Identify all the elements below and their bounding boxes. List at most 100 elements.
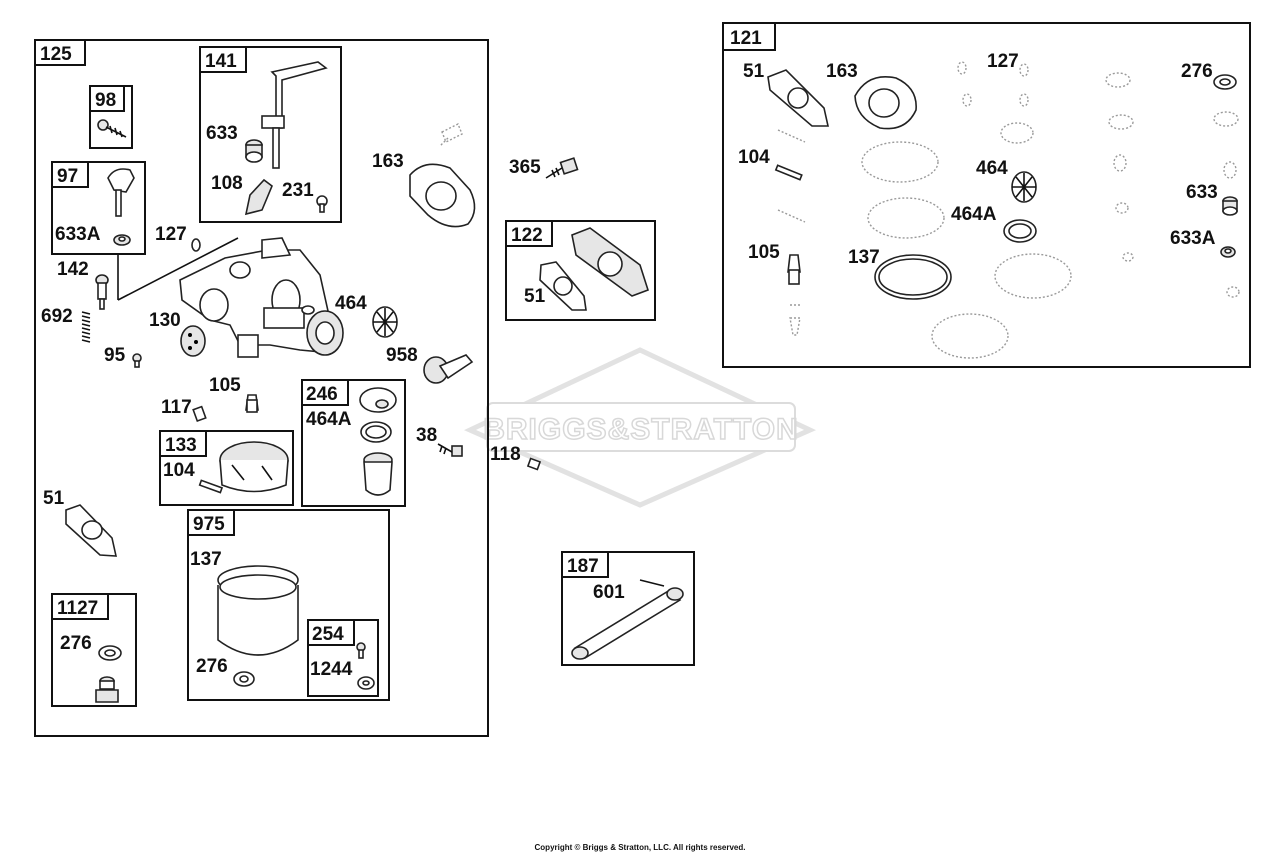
washer-1244-part[interactable] bbox=[357, 676, 375, 690]
spring-692-part[interactable] bbox=[81, 311, 91, 343]
kit-part-51-label: 51 bbox=[743, 61, 765, 82]
washer-276-1127-part[interactable] bbox=[98, 645, 122, 661]
kit-part-464A-label: 464A bbox=[951, 204, 997, 225]
brand-watermark: BRIGGS&STRATTON bbox=[463, 347, 817, 508]
part-51-122-label: 51 bbox=[524, 286, 546, 307]
part-117-label: 117 bbox=[161, 397, 192, 418]
float-133-part[interactable] bbox=[219, 441, 289, 493]
group-254-tag[interactable] bbox=[307, 619, 355, 646]
part-601-label: 601 bbox=[593, 582, 625, 603]
group-246-label: 246 bbox=[306, 384, 338, 405]
group-254-label: 254 bbox=[312, 624, 344, 645]
diaphragm-246-part[interactable] bbox=[359, 387, 397, 413]
group-125-label: 125 bbox=[40, 44, 72, 65]
group-975-frame bbox=[187, 509, 390, 701]
part-163-label: 163 bbox=[372, 151, 404, 172]
group-1127-tag[interactable] bbox=[51, 593, 109, 620]
part-142-label: 142 bbox=[57, 259, 89, 280]
seal-633A-part[interactable] bbox=[113, 234, 131, 246]
watermark-text: BRIGGS&STRATTON bbox=[483, 413, 799, 446]
part-231-label: 231 bbox=[282, 180, 314, 201]
kit-diaphragm-464-part[interactable] bbox=[1011, 171, 1037, 203]
kit-seal-633A-part[interactable] bbox=[1220, 246, 1236, 258]
group-122-frame bbox=[505, 220, 656, 321]
part-633A-label: 633A bbox=[55, 224, 101, 245]
cup-246-part[interactable] bbox=[363, 452, 393, 496]
kit-part-127-label: 127 bbox=[987, 51, 1019, 72]
part-51-label: 51 bbox=[43, 488, 65, 509]
choke-plate-130-part[interactable] bbox=[180, 325, 206, 357]
group-98-label: 98 bbox=[95, 90, 116, 111]
kit-gasket-137-part[interactable] bbox=[874, 254, 952, 300]
group-141-label: 141 bbox=[205, 51, 237, 72]
plug-118-part[interactable] bbox=[526, 457, 542, 471]
kit-gasket-51-part[interactable] bbox=[767, 69, 829, 127]
idle-screw-142-part[interactable] bbox=[95, 274, 109, 310]
part-365-label: 365 bbox=[509, 157, 541, 178]
kit-gasket-464A-part[interactable] bbox=[1003, 219, 1037, 243]
group-187-tag[interactable] bbox=[561, 551, 609, 578]
group-246-tag[interactable] bbox=[301, 379, 349, 406]
group-141-frame bbox=[199, 46, 342, 223]
kit-part-104-label: 104 bbox=[738, 147, 770, 168]
kit-part-163-label: 163 bbox=[826, 61, 858, 82]
gasket-246-part[interactable] bbox=[360, 421, 392, 443]
part-464A-label: 464A bbox=[306, 409, 352, 430]
pin-104-part[interactable] bbox=[198, 479, 224, 494]
jet-117-part[interactable] bbox=[192, 405, 207, 423]
part-137-label: 137 bbox=[190, 549, 222, 570]
kit-pin-104-part[interactable] bbox=[774, 164, 803, 181]
bushing-part[interactable] bbox=[245, 139, 263, 163]
lever-958-part[interactable] bbox=[423, 354, 474, 384]
throttle-plate-part[interactable] bbox=[244, 178, 273, 216]
part-464-label: 464 bbox=[335, 293, 367, 314]
choke-lever-part[interactable] bbox=[107, 168, 135, 217]
bolt-1127-part[interactable] bbox=[95, 676, 119, 703]
spacer-122-part[interactable] bbox=[571, 227, 649, 297]
kit-needle-105-part[interactable] bbox=[787, 254, 801, 285]
screw-ghost-part bbox=[439, 123, 463, 147]
part-108-label: 108 bbox=[211, 173, 243, 194]
float-bowl-975-part[interactable] bbox=[217, 565, 299, 656]
oring-127-part[interactable] bbox=[191, 238, 201, 252]
group-122-label: 122 bbox=[511, 225, 543, 246]
needle-105-part[interactable] bbox=[245, 394, 259, 413]
group-125-tag[interactable] bbox=[34, 39, 86, 66]
part-38-label: 38 bbox=[416, 425, 437, 446]
part-692-label: 692 bbox=[41, 306, 73, 327]
carburetor-body-part[interactable] bbox=[179, 237, 344, 358]
group-133-label: 133 bbox=[165, 435, 197, 456]
group-122-tag[interactable] bbox=[505, 220, 553, 247]
throttle-shaft-part[interactable] bbox=[261, 61, 328, 169]
part-276-975-label: 276 bbox=[196, 656, 228, 677]
gasket-122-part[interactable] bbox=[539, 261, 587, 311]
screw-98-part[interactable] bbox=[97, 119, 127, 138]
fuel-line-187-part[interactable] bbox=[571, 579, 684, 660]
kit-seal-633-part[interactable] bbox=[1222, 196, 1238, 216]
part-633-label: 633 bbox=[206, 123, 238, 144]
group-141-tag[interactable] bbox=[199, 46, 247, 73]
group-975-tag[interactable] bbox=[187, 509, 235, 536]
group-97-label: 97 bbox=[57, 166, 78, 187]
part-276-1127-label: 276 bbox=[60, 633, 92, 654]
group-125-frame bbox=[34, 39, 489, 737]
kit-part-276-label: 276 bbox=[1181, 61, 1213, 82]
gasket-163-part[interactable] bbox=[409, 163, 476, 228]
group-98-tag[interactable] bbox=[89, 85, 125, 112]
screw-38-part[interactable] bbox=[437, 443, 463, 457]
kit-part-633-label: 633 bbox=[1186, 182, 1218, 203]
screw-365-part[interactable] bbox=[545, 157, 579, 179]
gasket-51-part[interactable] bbox=[65, 504, 118, 557]
screw-254-part[interactable] bbox=[356, 642, 366, 659]
screw-95-part[interactable] bbox=[132, 353, 142, 368]
group-187-frame bbox=[561, 551, 695, 666]
screw-231-part[interactable] bbox=[316, 195, 328, 213]
kit-gasket-163-part[interactable] bbox=[854, 76, 917, 130]
group-133-tag[interactable] bbox=[159, 430, 207, 457]
group-121-tag[interactable] bbox=[722, 22, 776, 51]
group-97-tag[interactable] bbox=[51, 161, 89, 188]
kit-washer-276-part[interactable] bbox=[1213, 74, 1237, 90]
washer-276-975-part[interactable] bbox=[233, 671, 255, 687]
group-246-frame bbox=[301, 379, 406, 507]
diaphragm-464-part[interactable] bbox=[372, 306, 398, 338]
